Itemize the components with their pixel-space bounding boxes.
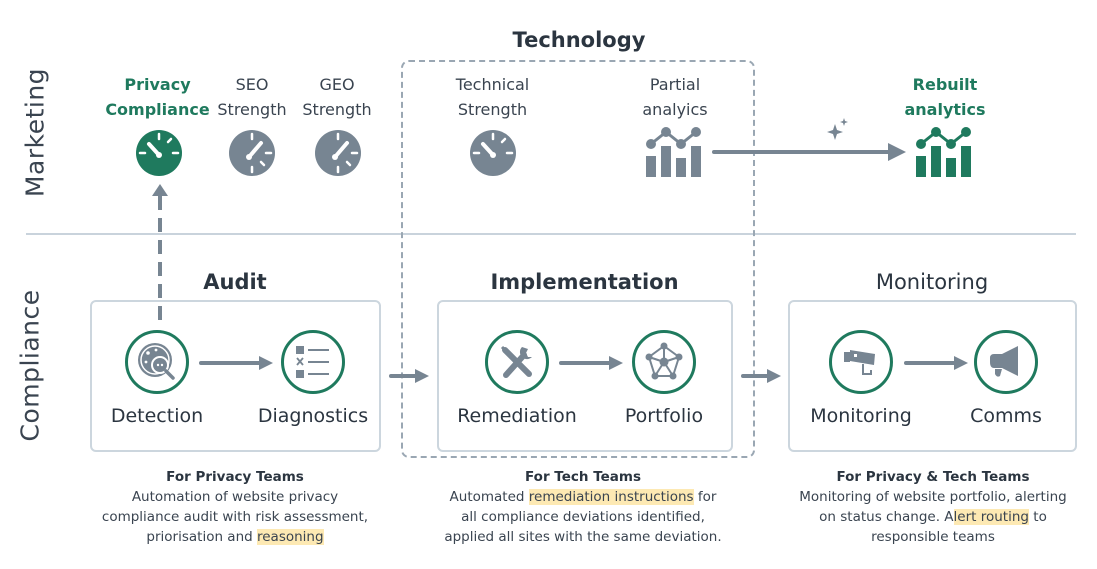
technology-group-box [401, 60, 755, 458]
node-label-diagnostics: Diagnostics [257, 405, 369, 427]
security-camera-icon [841, 342, 881, 382]
row-divider [26, 233, 1076, 235]
highlight: lert routing [953, 509, 1029, 525]
description-heading: For Privacy & Tech Teams [836, 469, 1030, 485]
gauge-icon [314, 129, 362, 177]
node-diagnostics [281, 330, 345, 394]
checklist-icon [295, 345, 331, 379]
node-label-comms: Comms [970, 405, 1042, 427]
analytics-chart-icon [645, 124, 703, 178]
sparkle-icon [826, 118, 850, 140]
description-implementation: For Tech Teams Automated remediation ins… [425, 467, 741, 547]
gauge-icon [469, 129, 517, 177]
technology-title: Technology [512, 28, 646, 52]
stage-arrow-implementation-to-monitoring [741, 367, 783, 385]
node-remediation [485, 330, 549, 394]
gauge-icon [228, 129, 276, 177]
tools-icon [498, 343, 536, 381]
network-icon [644, 342, 684, 382]
description-monitoring: For Privacy & Tech Teams Monitoring of w… [785, 467, 1081, 547]
privacy-feed-arrow [150, 184, 170, 324]
flow-arrow [199, 354, 275, 372]
node-monitoring [829, 330, 893, 394]
analytics-upgrade-arrow [712, 140, 908, 164]
node-comms [974, 330, 1038, 394]
node-label-monitoring: Monitoring [810, 405, 912, 427]
analytics-chart-icon [915, 124, 973, 178]
description-heading: For Tech Teams [525, 469, 641, 485]
stage-box-monitoring [788, 300, 1077, 452]
flow-arrow [904, 354, 970, 372]
stage-arrow-audit-to-implementation [389, 367, 431, 385]
node-portfolio [632, 330, 696, 394]
row-label-compliance: Compliance [15, 289, 45, 442]
stage-title-audit: Audit [203, 270, 267, 294]
stage-title-implementation: Implementation [490, 270, 679, 294]
node-detection [125, 330, 189, 394]
stage-title-monitoring: Monitoring [875, 270, 989, 294]
megaphone-icon [986, 342, 1026, 382]
node-label-remediation: Remediation [457, 405, 577, 427]
row-label-marketing: Marketing [20, 67, 50, 198]
gauge-icon [135, 129, 183, 177]
bacteria-search-icon [136, 341, 178, 383]
node-label-portfolio: Portfolio [624, 405, 704, 427]
stage-box-audit [90, 300, 381, 452]
highlight: reasoning [257, 529, 324, 545]
description-audit: For Privacy Teams Automation of website … [85, 467, 385, 547]
stage-box-implementation [437, 300, 733, 452]
description-heading: For Privacy Teams [166, 469, 304, 485]
highlight: remediation instructions [528, 489, 694, 505]
node-label-detection: Detection [110, 405, 204, 427]
flow-arrow [559, 354, 625, 372]
